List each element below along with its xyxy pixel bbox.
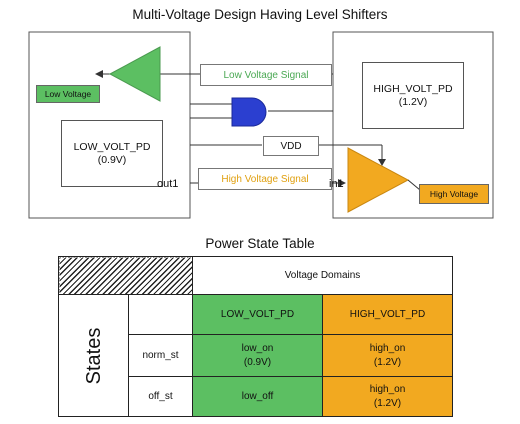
high-voltage-tag: High Voltage: [419, 184, 489, 204]
low-domain-boundary: [28, 31, 191, 219]
and-gate-icon: [231, 97, 267, 127]
cell-norm-st-high: high_on (1.2V): [322, 334, 453, 377]
high-voltage-signal-label: High Voltage Signal: [198, 168, 332, 190]
diagram-title: Multi-Voltage Design Having Level Shifte…: [132, 7, 388, 22]
cell-norm-st-high-voltage: (1.2V): [373, 356, 402, 368]
high-volt-pd-voltage: (1.2V): [398, 95, 428, 108]
power-state-table: Voltage Domains States LOW_VOLT_PD HIGH_…: [58, 256, 453, 417]
low-voltage-signal-label: Low Voltage Signal: [200, 64, 332, 86]
high-signal-arrowhead: [338, 179, 346, 187]
low-voltage-buffer: [108, 46, 161, 102]
cell-norm-st-low-voltage: (0.9V): [243, 356, 272, 368]
empty-header-cell: [128, 294, 193, 335]
column-header-low-volt-pd: LOW_VOLT_PD: [192, 294, 323, 335]
low-volt-pd-box: LOW_VOLT_PD (0.9V): [61, 120, 163, 187]
cell-off-st-high-state: high_on: [369, 383, 406, 395]
cell-norm-st-low: low_on (0.9V): [192, 334, 323, 377]
hatched-corner-cell: [58, 256, 193, 295]
voltage-domains-header: Voltage Domains: [192, 256, 453, 295]
low-voltage-tag: Low Voltage: [36, 85, 100, 103]
high-domain-boundary: [332, 31, 494, 219]
power-state-table-title: Power State Table: [205, 236, 315, 251]
state-name-norm-st: norm_st: [128, 334, 193, 377]
cell-off-st-high: high_on (1.2V): [322, 376, 453, 417]
high-voltage-level-shifter: [347, 147, 410, 213]
low-volt-pd-name: LOW_VOLT_PD: [73, 140, 151, 153]
high-volt-pd-name: HIGH_VOLT_PD: [373, 82, 453, 95]
low-volt-pd-voltage: (0.9V): [97, 153, 127, 166]
cell-norm-st-high-state: high_on: [369, 342, 406, 354]
cell-off-st-low: low_off: [192, 376, 323, 417]
vdd-arrowhead: [378, 159, 386, 166]
states-label: States: [82, 327, 105, 384]
states-cell: States: [58, 294, 129, 417]
high-volt-pd-box: HIGH_VOLT_PD (1.2V): [362, 62, 464, 129]
cell-off-st-high-voltage: (1.2V): [373, 397, 402, 409]
shifter-output-wire: [407, 179, 421, 191]
state-name-off-st: off_st: [128, 376, 193, 417]
in1-port-label: in1: [329, 178, 344, 190]
out1-port-label: out1: [157, 178, 179, 190]
cell-off-st-low-state: low_off: [241, 390, 274, 402]
column-header-high-volt-pd: HIGH_VOLT_PD: [322, 294, 453, 335]
vdd-label: VDD: [263, 136, 319, 156]
cell-norm-st-low-state: low_on: [241, 342, 274, 354]
low-signal-arrowhead: [95, 70, 103, 78]
